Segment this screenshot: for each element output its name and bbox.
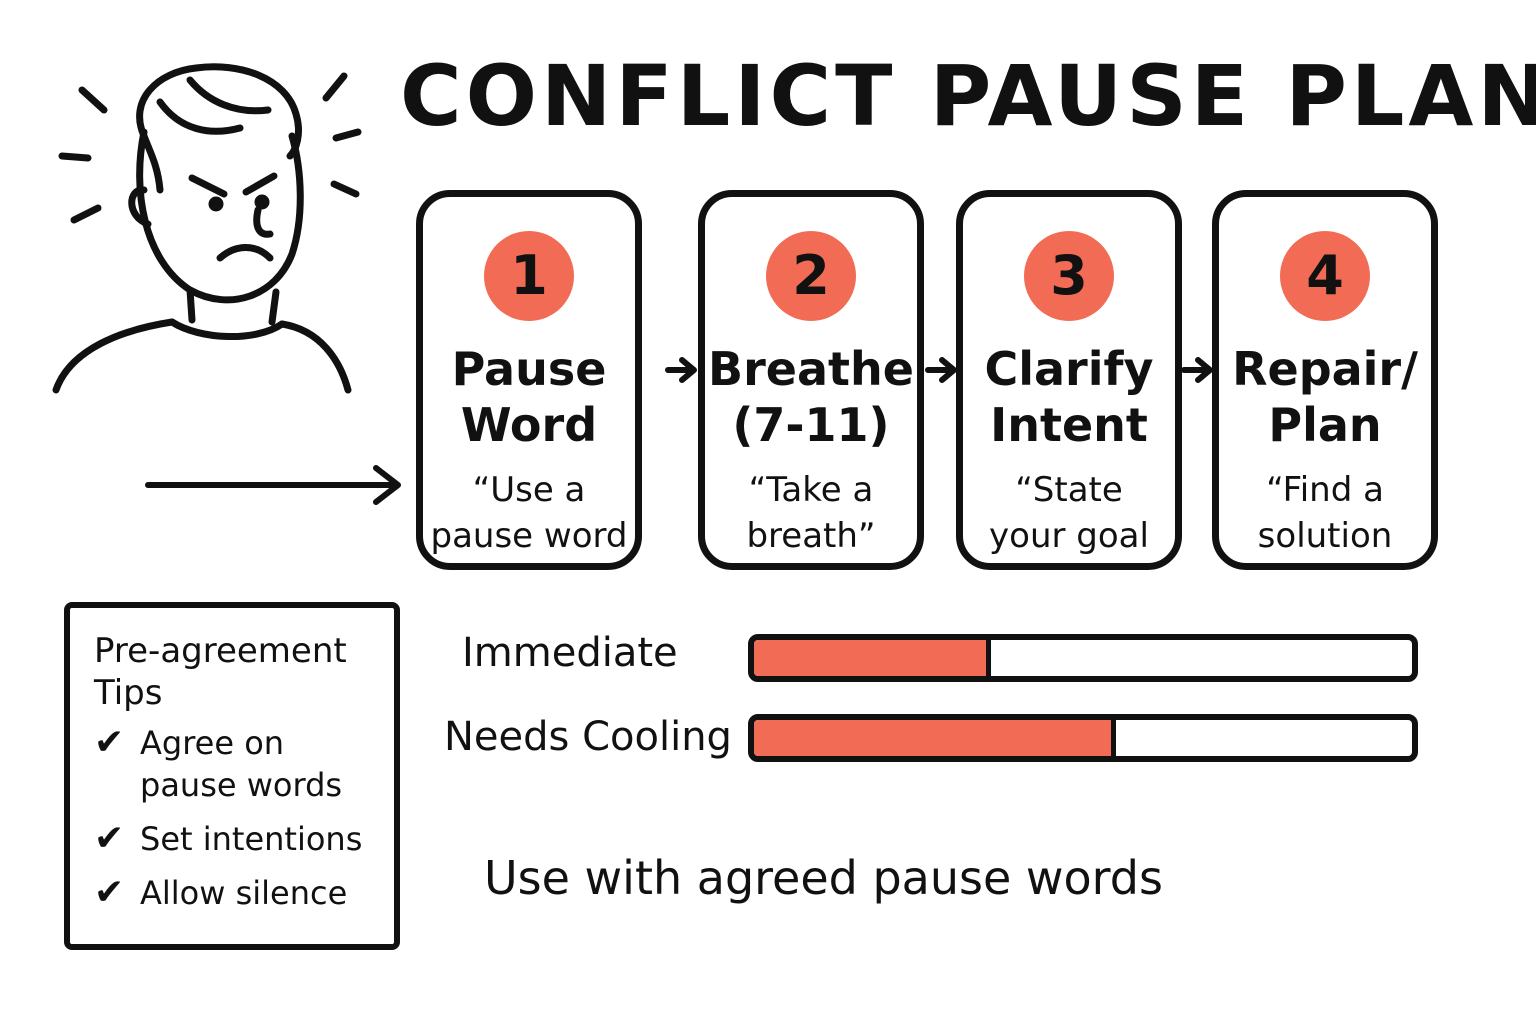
- step-quote: “State your goal: [989, 470, 1149, 556]
- bar-fill-immediate: [754, 640, 991, 676]
- checkmark-icon: ✔: [94, 722, 125, 763]
- bar-track-needs-cooling: [748, 714, 1418, 762]
- step-card-pause-word: 1 Pause Word “Use a pause word: [416, 190, 642, 570]
- tips-title: Pre-agreement Tips: [94, 631, 347, 713]
- step-number-badge: 3: [1024, 231, 1114, 321]
- step-title: Clarify Intent: [984, 342, 1154, 452]
- tips-box: Pre-agreement Tips ✔ Agree on pause word…: [64, 602, 400, 950]
- page-title: CONFLICT PAUSE PLAN: [400, 47, 1536, 145]
- step-card-clarify-intent: 3 Clarify Intent “State your goal: [956, 190, 1182, 570]
- arrow-right-icon: [665, 357, 697, 383]
- step-title: Repair/ Plan: [1232, 342, 1418, 452]
- frustrated-person-icon: [52, 63, 362, 394]
- step-title: Breathe (7-11): [708, 342, 914, 452]
- step-title: Pause Word: [451, 342, 607, 452]
- step-card-breathe: 2 Breathe (7-11) “Take a breath”: [698, 190, 924, 570]
- tip-text: Agree on pause words: [140, 724, 343, 804]
- step-quote: “Use a pause word: [430, 470, 628, 556]
- bar-label-needs-cooling: Needs Cooling: [444, 714, 732, 760]
- arrow-right-icon: [925, 357, 957, 383]
- tip-item: ✔ Agree on pause words: [94, 722, 382, 806]
- checkmark-icon: ✔: [94, 872, 125, 913]
- checkmark-icon: ✔: [94, 818, 125, 859]
- step-quote: “Find a solution: [1257, 470, 1393, 556]
- step-number-badge: 4: [1280, 231, 1370, 321]
- bar-fill-needs-cooling: [754, 720, 1116, 756]
- arrow-right-icon: [1181, 357, 1213, 383]
- tip-item: ✔ Set intentions: [94, 818, 382, 860]
- step-card-repair-plan: 4 Repair/ Plan “Find a solution: [1212, 190, 1438, 570]
- step-number-badge: 1: [484, 231, 574, 321]
- footer-note: Use with agreed pause words: [484, 851, 1163, 905]
- tip-text: Allow silence: [140, 874, 348, 912]
- bar-label-immediate: Immediate: [462, 630, 678, 676]
- bar-track-immediate: [748, 634, 1418, 682]
- step-number-badge: 2: [766, 231, 856, 321]
- tip-text: Set intentions: [140, 820, 363, 858]
- step-quote: “Take a breath”: [746, 470, 876, 556]
- entry-arrow: [145, 465, 401, 505]
- tip-item: ✔ Allow silence: [94, 872, 382, 914]
